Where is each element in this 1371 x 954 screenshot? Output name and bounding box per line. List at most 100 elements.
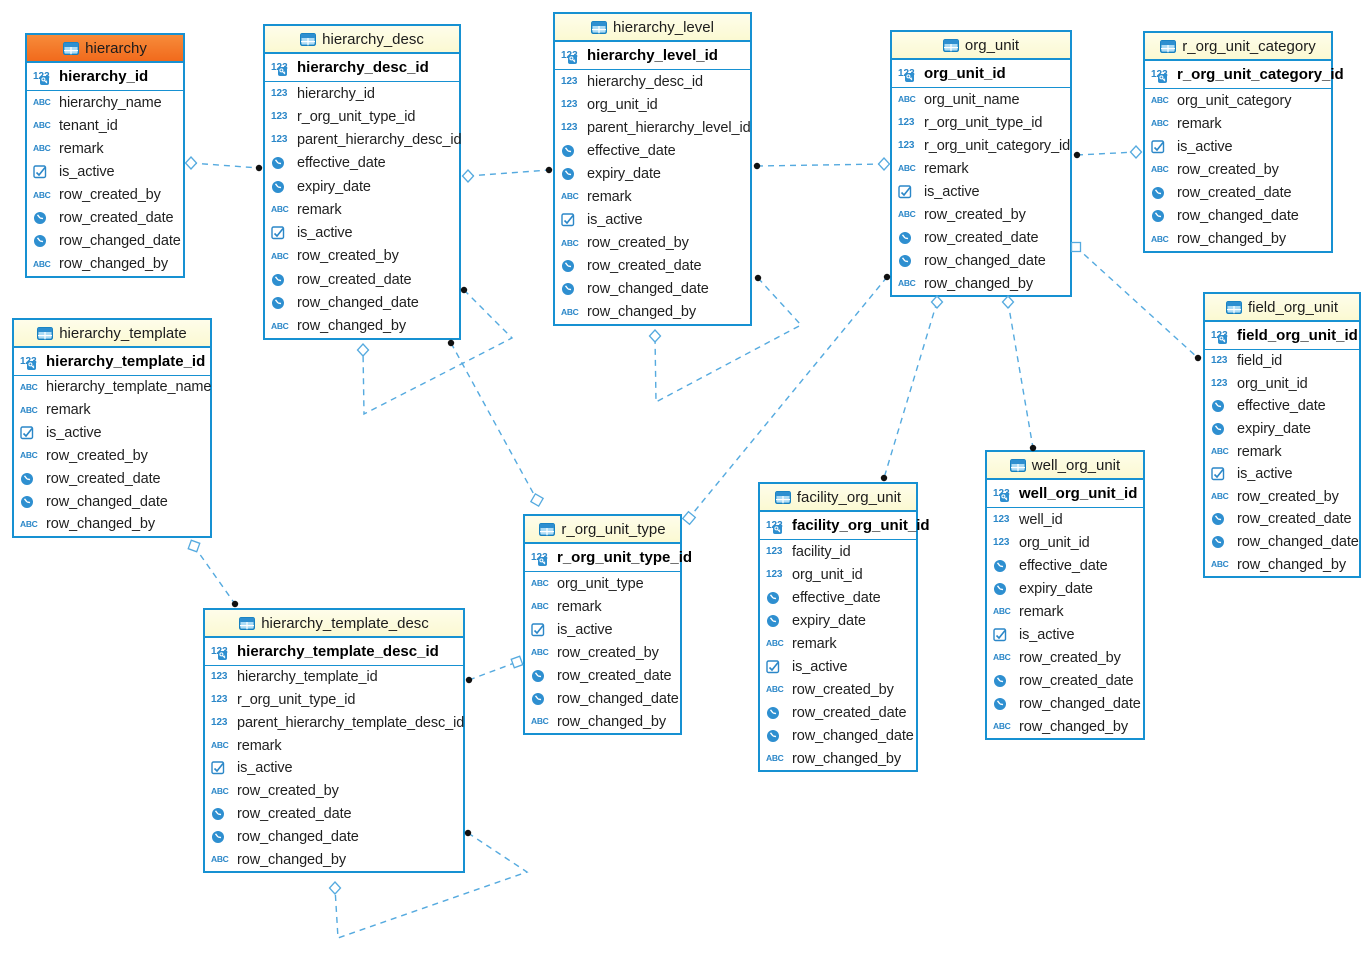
entity-field_org_unit[interactable]: field_org_unit123field_org_unit_id123fie… xyxy=(1203,292,1361,578)
entity-header[interactable]: r_org_unit_type xyxy=(525,516,680,544)
column-row[interactable]: effective_date xyxy=(987,554,1143,577)
column-row[interactable]: is_active xyxy=(525,618,680,641)
entity-header[interactable]: hierarchy_template_desc xyxy=(205,610,463,638)
entity-header[interactable]: hierarchy xyxy=(27,35,183,63)
entity-header[interactable]: facility_org_unit xyxy=(760,484,916,512)
column-row[interactable]: row_changed_date xyxy=(525,687,680,710)
column-row[interactable]: is_active xyxy=(265,222,459,245)
entity-header[interactable]: r_org_unit_category xyxy=(1145,33,1331,61)
column-row[interactable]: effective_date xyxy=(1205,395,1359,418)
entity-header[interactable]: hierarchy_level xyxy=(555,14,750,42)
column-row[interactable]: is_active xyxy=(1205,463,1359,486)
column-row[interactable]: row_created_date xyxy=(892,226,1070,249)
column-row[interactable]: expiry_date xyxy=(1205,418,1359,441)
entity-hierarchy_level[interactable]: hierarchy_level123hierarchy_level_id123h… xyxy=(553,12,752,326)
entity-r_org_unit_category[interactable]: r_org_unit_category123r_org_unit_categor… xyxy=(1143,31,1344,253)
column-row[interactable]: expiry_date xyxy=(760,609,916,632)
entity-header[interactable]: hierarchy_desc xyxy=(265,26,459,54)
column-row[interactable]: is_active xyxy=(892,180,1070,203)
entity-header[interactable]: org_unit xyxy=(892,32,1070,60)
column-row[interactable]: row_created_date xyxy=(27,207,183,230)
column-row[interactable]: row_created_date xyxy=(1145,182,1331,205)
column-row[interactable]: row_created_date xyxy=(987,669,1143,692)
column-row[interactable]: row_created_date xyxy=(555,255,750,278)
entity-r_org_unit_type[interactable]: r_org_unit_type123r_org_unit_type_idABCo… xyxy=(523,514,692,735)
column-row[interactable]: row_created_date xyxy=(525,664,680,687)
column-row[interactable]: row_changed_date xyxy=(1145,205,1331,228)
column-row[interactable]: expiry_date xyxy=(265,175,459,198)
column-row[interactable]: row_changed_date xyxy=(892,249,1070,272)
column-row[interactable]: is_active xyxy=(205,757,463,780)
column-row[interactable]: effective_date xyxy=(555,139,750,162)
column-row[interactable]: is_active xyxy=(987,623,1143,646)
column-row[interactable]: row_changed_date xyxy=(760,724,916,747)
column-row[interactable]: row_changed_date xyxy=(14,490,210,513)
column-row[interactable]: row_changed_date xyxy=(265,291,459,314)
column-row[interactable]: is_active xyxy=(14,422,210,445)
column-row[interactable]: row_created_date xyxy=(205,803,463,826)
entity-facility_org_unit[interactable]: facility_org_unit123facility_org_unit_id… xyxy=(758,482,930,772)
entity-hierarchy_template_desc[interactable]: hierarchy_template_desc 123hierarchy_temp… xyxy=(203,608,465,873)
entity-hierarchy[interactable]: hierarchy123hierarchy_idABChierarchy_nam… xyxy=(25,33,185,278)
column-row[interactable]: row_changed_date xyxy=(555,278,750,301)
entity-hierarchy_desc[interactable]: hierarchy_desc123hierarchy_desc_id123hie… xyxy=(263,24,462,340)
entity-header[interactable]: field_org_unit xyxy=(1205,294,1359,322)
column-row[interactable]: row_created_date xyxy=(265,268,459,291)
column-row[interactable]: row_created_date xyxy=(14,467,210,490)
column-row[interactable]: is_active xyxy=(760,655,916,678)
column-row[interactable]: row_created_date xyxy=(1205,508,1359,531)
entity-well_org_unit[interactable]: well_org_unit123well_org_unit_id123well_… xyxy=(985,450,1145,740)
column-row[interactable]: expiry_date xyxy=(987,577,1143,600)
